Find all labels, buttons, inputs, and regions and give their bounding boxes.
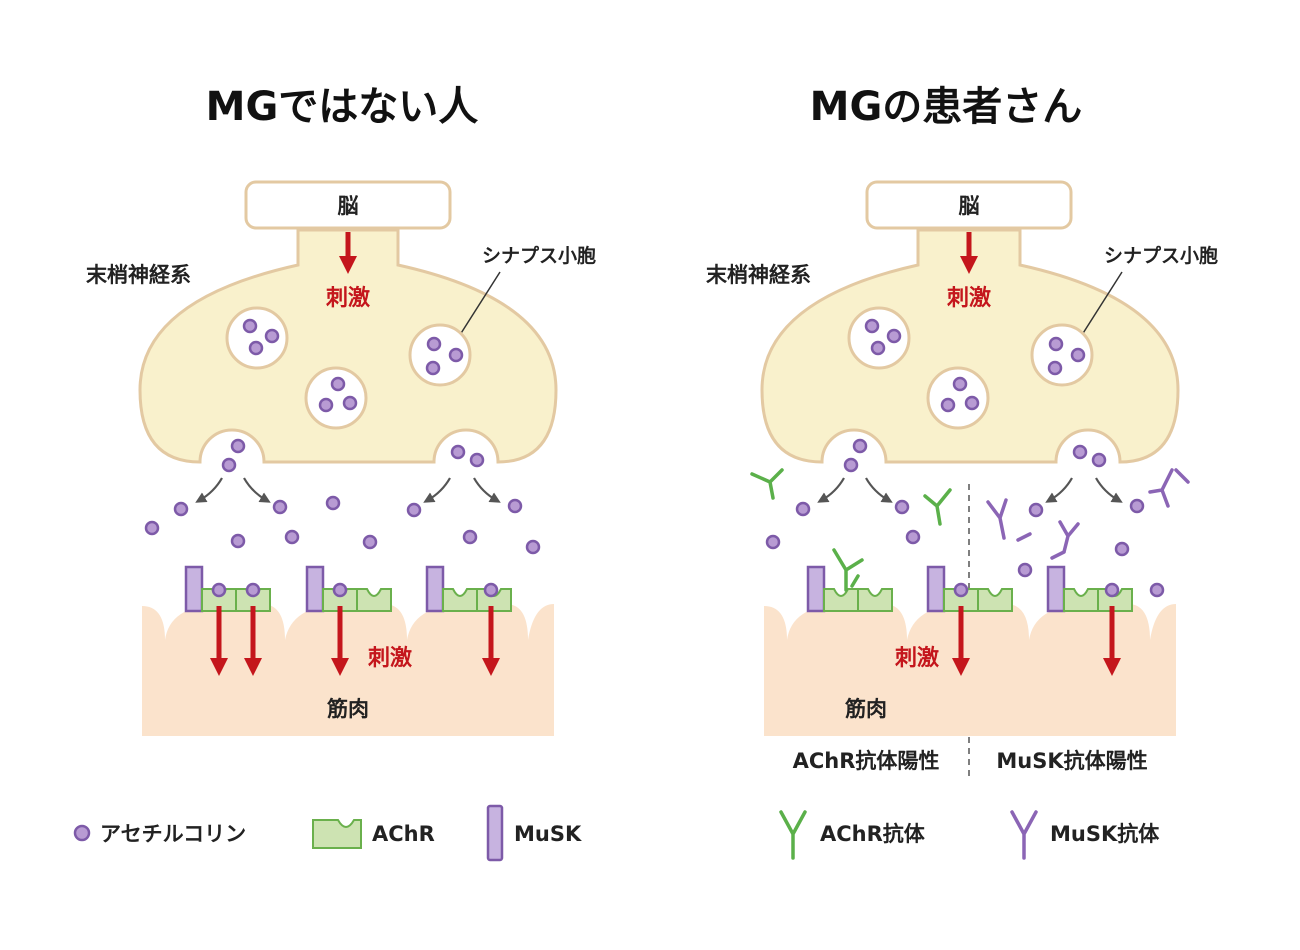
achr-positive-label: AChR抗体陽性 xyxy=(793,749,940,773)
legend-musk-antibody-icon xyxy=(1010,810,1038,860)
right-panel: MGの患者さん 脳 刺激 末梢神経系 シナプス小胞 xyxy=(706,84,1218,776)
achr-receptor xyxy=(823,588,859,612)
vesicle-label: シナプス小胞 xyxy=(1104,244,1218,267)
achr-receptor xyxy=(442,588,478,612)
stimulus-label-top: 刺激 xyxy=(326,285,370,311)
musk-receptor xyxy=(806,565,826,613)
brain-box xyxy=(865,180,1073,230)
acetylcholine-bound xyxy=(211,582,227,598)
legend-achr-antibody-icon xyxy=(779,810,807,860)
synaptic-vesicle xyxy=(408,323,472,387)
acetylcholine-bound xyxy=(1104,582,1120,598)
left-title: MGではない人 xyxy=(206,84,479,130)
release-arrow xyxy=(1095,477,1123,503)
legend-musk-antibody-label: MuSK抗体 xyxy=(1050,822,1160,846)
nervous-system-label: 末梢神経系 xyxy=(86,263,191,287)
achr-receptor xyxy=(977,588,1013,612)
stimulus-label-top: 刺激 xyxy=(947,285,991,311)
stimulus-label-muscle: 刺激 xyxy=(895,645,939,671)
acetylcholine-bound xyxy=(332,582,348,598)
acetylcholine-dot xyxy=(221,457,237,473)
achr-receptor xyxy=(857,588,893,612)
stimulus-label-muscle: 刺激 xyxy=(368,645,412,671)
vesicle-label: シナプス小胞 xyxy=(482,244,596,267)
synaptic-vesicle xyxy=(1030,323,1094,387)
muscle-label: 筋肉 xyxy=(326,697,369,721)
nervous-system-label: 末梢神経系 xyxy=(706,263,811,287)
acetylcholine-dot xyxy=(1091,452,1107,468)
legend: アセチルコリン AChR MuSK AChR抗体 MuSK抗体 xyxy=(73,804,1160,862)
muscle-tissue xyxy=(142,604,554,736)
brain-label: 脳 xyxy=(338,194,359,218)
acetylcholine-dot xyxy=(469,452,485,468)
synaptic-vesicle xyxy=(847,306,911,370)
musk-receptor xyxy=(926,565,946,613)
acetylcholine-cleft xyxy=(144,495,541,555)
musk-receptor xyxy=(184,565,204,613)
legend-acetylcholine-icon xyxy=(73,824,91,842)
acetylcholine-bound xyxy=(483,582,499,598)
musk-receptor xyxy=(305,565,325,613)
synaptic-vesicle xyxy=(225,306,289,370)
release-arrow xyxy=(817,477,845,503)
synaptic-vesicle xyxy=(926,366,990,430)
brain-label: 脳 xyxy=(959,194,980,218)
vesicle-pointer xyxy=(457,271,501,339)
release-arrow xyxy=(473,477,501,503)
acetylcholine-dot xyxy=(1072,444,1088,460)
musk-receptor xyxy=(425,565,445,613)
legend-acetylcholine-label: アセチルコリン xyxy=(100,822,246,846)
synaptic-vesicle xyxy=(304,366,368,430)
vesicle-pointer xyxy=(1079,271,1123,339)
release-arrow xyxy=(423,477,451,503)
musk-antibody-free xyxy=(986,468,1190,560)
release-arrow xyxy=(1045,477,1073,503)
release-arrow xyxy=(243,477,271,503)
release-arrow xyxy=(195,477,223,503)
acetylcholine-bound xyxy=(953,582,969,598)
achr-antibody-free xyxy=(750,468,952,526)
nerve-terminal xyxy=(760,228,1180,464)
legend-achr-antibody-label: AChR抗体 xyxy=(820,822,926,846)
left-panel: MGではない人 脳 刺激 末梢神経系 シナプス小胞 xyxy=(86,84,596,736)
legend-musk-icon xyxy=(486,804,504,862)
achr-antibody-bound xyxy=(832,548,864,592)
legend-achr-icon xyxy=(312,819,362,849)
muscle-tissue xyxy=(764,604,1176,736)
acetylcholine-dot xyxy=(230,438,246,454)
musk-receptor xyxy=(1046,565,1066,613)
right-title: MGの患者さん xyxy=(810,84,1083,130)
legend-achr-label: AChR xyxy=(372,822,435,846)
acetylcholine-cleft xyxy=(765,498,1165,598)
nerve-terminal xyxy=(138,228,558,464)
release-arrow xyxy=(865,477,893,503)
brain-box xyxy=(244,180,452,230)
acetylcholine-dot xyxy=(843,457,859,473)
acetylcholine-bound xyxy=(245,582,261,598)
acetylcholine-dot xyxy=(852,438,868,454)
achr-receptor xyxy=(356,588,392,612)
legend-musk-label: MuSK xyxy=(514,822,582,846)
musk-positive-label: MuSK抗体陽性 xyxy=(996,749,1147,773)
acetylcholine-dot xyxy=(450,444,466,460)
achr-receptor xyxy=(1063,588,1099,612)
muscle-label: 筋肉 xyxy=(844,697,887,721)
